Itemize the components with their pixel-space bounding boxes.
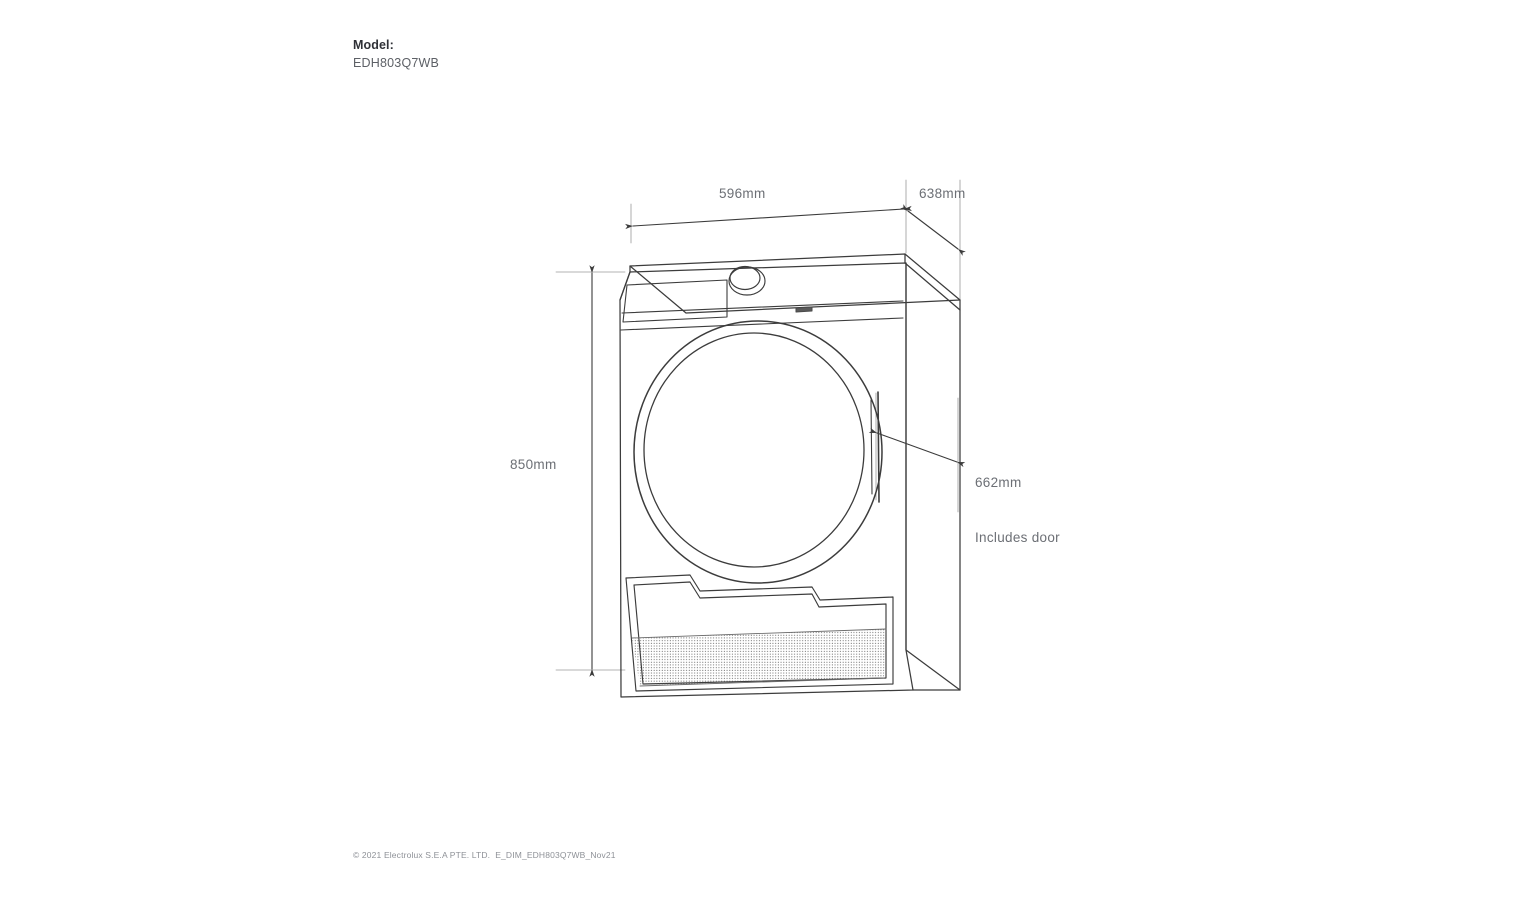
dryer-cabinet bbox=[619, 253, 961, 698]
dimension-label-door-depth: 662mm Includes door bbox=[975, 438, 1060, 584]
program-dial bbox=[728, 265, 766, 296]
door-depth-note: Includes door bbox=[975, 530, 1060, 546]
appliance-door bbox=[633, 320, 883, 584]
model-label: Model: bbox=[353, 38, 394, 52]
dimension-label-depth: 638mm bbox=[919, 186, 966, 201]
copyright-footer: © 2021 Electrolux S.E.A PTE. LTD. E_DIM_… bbox=[353, 850, 616, 860]
dimension-arrows bbox=[589, 204, 966, 677]
door-depth-value: 662mm bbox=[975, 475, 1022, 491]
dimension-label-width: 596mm bbox=[719, 186, 766, 201]
control-panel bbox=[620, 279, 904, 331]
display-indicator bbox=[795, 306, 813, 313]
ventilation-grille bbox=[632, 629, 886, 686]
dimension-label-height: 850mm bbox=[510, 457, 557, 472]
model-number: EDH803Q7WB bbox=[353, 56, 440, 71]
model-identification-block: Model: EDH803Q7WB bbox=[353, 36, 439, 72]
